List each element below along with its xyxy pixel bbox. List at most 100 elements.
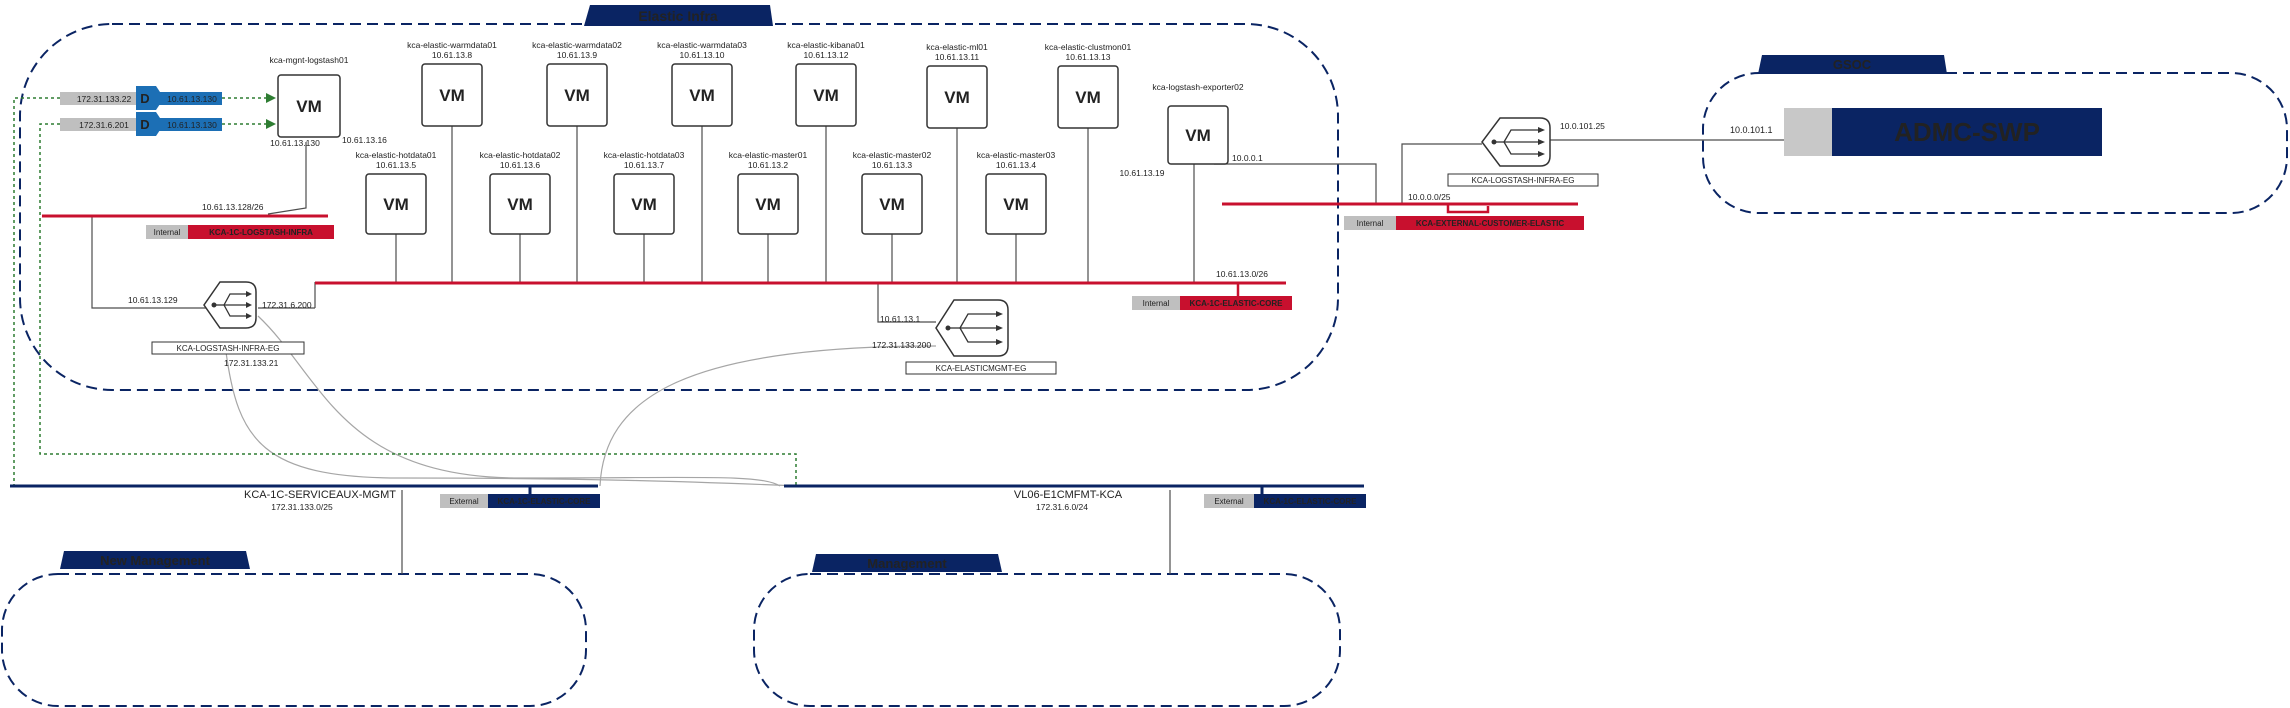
- core-gw-ip: 10.61.13.1: [880, 314, 920, 324]
- vm-name-warm03: kca-elastic-warmdata03: [657, 40, 747, 50]
- infra-eg-curve-a: [225, 351, 801, 487]
- vm-ip-warm03: 10.61.13.10: [680, 50, 725, 60]
- vm-box-master03: [985, 173, 1047, 235]
- mgmt-eg-gateway: KCA-ELASTICMGMT-EG: [905, 299, 1057, 375]
- nat-arrow-1: [266, 93, 276, 103]
- vm-box-kibana01: [795, 63, 857, 127]
- logstash-infra-tag-type-box: [146, 225, 188, 239]
- elastic-core-tag: Internal KCA-1C-ELASTIC-CORE: [1132, 296, 1292, 310]
- management-zone-title: Management: [867, 556, 947, 571]
- vm-box-warm03: [671, 63, 733, 127]
- vm-ip-exporter02: 10.61.13.19: [1120, 168, 1165, 178]
- infra-eg-out-ip: 172.31.6.200: [262, 300, 312, 310]
- vm-box-clustmon01: [1057, 65, 1119, 129]
- exporter-gw-ip: 10.0.0.1: [1232, 153, 1263, 163]
- vm-name-warm01: kca-elastic-warmdata01: [407, 40, 497, 50]
- vm-name-clustmon01: kca-elastic-clustmon01: [1045, 42, 1132, 52]
- admc-swp-label: ADMC-SWP: [1894, 117, 2040, 147]
- vl06-tag-name-box: [1254, 494, 1366, 508]
- logstash-infra-tag: Internal KCA-1C-LOGSTASH-INFRA: [146, 225, 334, 239]
- vm-name-hot02: kca-elastic-hotdata02: [480, 150, 561, 160]
- vl06-tag: External KCA-1C-ELASTIC-CORE: [1204, 494, 1366, 508]
- nat-route-1: [13, 97, 222, 486]
- vm-badge-ml01: VM: [944, 88, 970, 107]
- core-net-ip: 10.61.13.0/26: [1216, 269, 1268, 279]
- vm-badge-master01: VM: [755, 195, 781, 214]
- vm-badge-logstash01: VM: [296, 97, 322, 116]
- vm-badge-hot02: VM: [507, 195, 533, 214]
- vm-box-master02: [861, 173, 923, 235]
- vm-ip-master01: 10.61.13.2: [748, 160, 788, 170]
- vl06-tag-type: External: [1214, 497, 1244, 506]
- nat-row-2-to-box: [148, 118, 222, 131]
- vm-name-master01: kca-elastic-master01: [729, 150, 808, 160]
- vm-badge-exporter02: VM: [1185, 126, 1211, 145]
- vm-name-master02: kca-elastic-master02: [853, 150, 932, 160]
- vm-ip-master03: 10.61.13.4: [996, 160, 1036, 170]
- vm-box-exporter02: [1167, 105, 1229, 165]
- vl06-tag-name: KCA-1C-ELASTIC-CORE: [1264, 497, 1358, 506]
- nat-row-1: 172.31.133.22 10.61.13.130 D: [60, 86, 222, 110]
- logstash01-link: [267, 142, 307, 215]
- customer-tag: Internal KCA-EXTERNAL-CUSTOMER-ELASTIC: [1344, 216, 1584, 230]
- serviceaux-tag-name-box: [488, 494, 600, 508]
- customer-net-ip: 10.0.0.0/25: [1408, 192, 1451, 202]
- logstash-infra-tag-name-box: [188, 225, 334, 239]
- elastic-infra-zone-title: Elastic Infra: [638, 8, 718, 24]
- management-zone-tab: [812, 554, 1002, 572]
- mgmt-eg-out-ip: 172.31.133.200: [872, 340, 931, 350]
- vm-name-kibana01: kca-elastic-kibana01: [787, 40, 865, 50]
- infra-eg-label-box: [151, 341, 305, 355]
- vm-ip-kibana01: 10.61.13.12: [804, 50, 849, 60]
- nat-row-1-to: 10.61.13.130: [167, 94, 217, 104]
- gsoc-eg-ip: 10.0.101.25: [1560, 121, 1605, 131]
- vm-name-hot01: kca-elastic-hotdata01: [356, 150, 437, 160]
- vm-ip-warm02: 10.61.13.9: [557, 50, 597, 60]
- vl06-network-name: VL06-E1CMFMT-KCA: [1014, 489, 1123, 501]
- vm-box-warm02: [546, 63, 608, 127]
- mgmt-eg-label: KCA-ELASTICMGMT-EG: [936, 364, 1027, 373]
- vm-box-master01: [737, 173, 799, 235]
- nat-arrow-2: [266, 119, 276, 129]
- elastic-infra-zone-tab: [584, 5, 773, 26]
- core-mgmt-eg-link: [877, 283, 936, 323]
- elastic-core-tag-type: Internal: [1143, 299, 1170, 308]
- serviceaux-tag-name: KCA-1C-ELASTIC-CORE: [498, 497, 592, 506]
- customer-eg-link: [1401, 143, 1482, 204]
- logstash-infra-tag-type: Internal: [154, 228, 181, 237]
- admc-swp-box: [1832, 108, 2102, 156]
- new-management-zone: [1, 573, 587, 707]
- customer-red-tie: [1446, 204, 1490, 214]
- serviceaux-tag: External KCA-1C-ELASTIC-CORE: [440, 494, 600, 508]
- nat-row-1-from: 172.31.133.22: [77, 94, 132, 104]
- vm-box-warm01: [421, 63, 483, 127]
- elastic-core-tag-name-box: [1180, 296, 1292, 310]
- new-management-zone-title: New Management: [100, 553, 210, 568]
- customer-tag-name: KCA-EXTERNAL-CUSTOMER-ELASTIC: [1416, 219, 1565, 228]
- vm-ip-warm01: 10.61.13.8: [432, 50, 472, 60]
- hot01-extra-ip: 10.61.13.16: [342, 135, 387, 145]
- customer-tag-type: Internal: [1357, 219, 1384, 228]
- mgmt-eg-curve: [599, 345, 937, 487]
- nat-row-1-icon: [136, 86, 164, 110]
- exporter02-customer-link: [1214, 163, 1377, 204]
- vm-ip-master02: 10.61.13.3: [872, 160, 912, 170]
- vm-box-hot03: [613, 173, 675, 235]
- vm-ip-logstash01: 10.61.13.130: [270, 138, 320, 148]
- vm-badge-master03: VM: [1003, 195, 1029, 214]
- customer-eg-gateway: KCA-LOGSTASH-INFRA-EG: [1447, 117, 1599, 187]
- infra-eg-bottom-ip: 172.31.133.21: [224, 358, 279, 368]
- vm-ip-ml01: 10.61.13.11: [935, 52, 980, 62]
- infra-eg-curve-b: [257, 315, 781, 487]
- admc-connector: [1784, 108, 1832, 156]
- admc-ip: 10.0.101.1: [1730, 125, 1773, 135]
